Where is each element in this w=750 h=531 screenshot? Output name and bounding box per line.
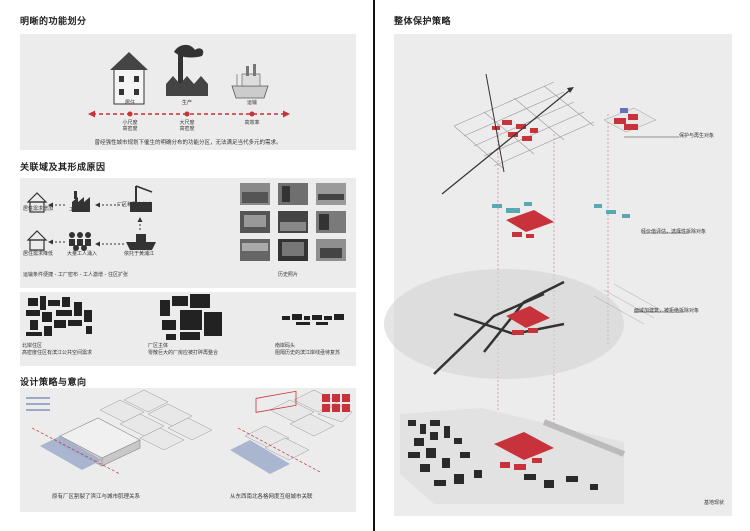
association-panel: 居住需求增加 工厂密布 厂区和码头结合 居住需求降低 大量工人涌入 依托于黄浦江…	[20, 178, 356, 288]
section-title-protection: 整体保护策略	[394, 17, 452, 27]
label-production-sub2: 高密度	[179, 126, 195, 132]
ship-small-icon	[126, 234, 156, 250]
dock-crane-icon	[130, 185, 153, 212]
photo-caption: 历史照片	[278, 272, 299, 278]
label-residential-sub2: 高密度	[122, 126, 138, 132]
flow-workers: 大量工人涌入	[67, 251, 98, 257]
layer-protect-renew	[441, 73, 679, 195]
column-divider	[373, 0, 375, 531]
house-icon	[110, 52, 148, 105]
label-production-sub1: 大尺度	[179, 120, 195, 126]
strategy-panel: 原有厂区割裂了滨江与城市肌理关系 从东西南北各格网度互组城市关联	[20, 388, 356, 512]
label-site-status: 基地现状	[704, 500, 725, 506]
section-title-function: 明晰的功能划分	[20, 17, 87, 27]
map-factory-desc: 零散巨大的厂房应被打碎再整合	[148, 350, 219, 356]
function-illustration	[88, 44, 290, 118]
house-down-icon	[26, 230, 48, 251]
workers-icon	[69, 232, 91, 251]
function-panel: 居住 小尺度 高密度 生产 大尺度 高密度 运输 高效率 曾经强性城市规划下催生…	[20, 34, 356, 150]
function-caption: 曾经强性城市规划下催生的明确分布的功能分区，无法满足当代多元的需求。	[94, 140, 282, 146]
house-up-icon	[26, 192, 48, 213]
factory-small-icon	[72, 191, 90, 212]
flow-factory-dense: 工厂密布	[69, 207, 90, 213]
label-protect-renew: 保护与再生对象	[679, 133, 715, 139]
section-title-association: 关联域及其形成原因	[20, 163, 106, 173]
layer-roads-retained	[384, 269, 684, 379]
cause-flow-diagram	[26, 183, 346, 261]
map-factory-title: 厂区主体	[148, 343, 169, 349]
strategy-caption-right: 从东西南北各格网度互组城市关联	[230, 494, 313, 500]
map-north-title: 北岸住区	[22, 343, 43, 349]
association-caption: 运输条件便捷 - 工厂密布 - 工人激增 - 住区扩张	[23, 272, 128, 278]
label-residential: 居住	[124, 100, 135, 106]
flow-river: 依托于黄浦江	[124, 251, 155, 257]
factory-icon	[166, 44, 208, 96]
label-transport: 运输	[246, 100, 257, 106]
ship-icon	[231, 64, 269, 99]
flow-housing-decrease: 居住需求降低	[23, 251, 54, 257]
label-transport-sub1: 高效率	[244, 120, 260, 126]
flow-factory-dock: 厂区和码头结合	[117, 202, 153, 208]
protection-panel: 保护与再生对象 经价值评估，选择性拆除对象 面域加建筑，被拒绝拆除对象 基地现状	[384, 34, 732, 516]
map-north-desc: 高密度住区有滨江公共空间需求	[22, 350, 93, 356]
figure-ground-maps	[26, 294, 344, 340]
layer-selective-demolition	[492, 202, 689, 238]
historical-photos	[240, 183, 346, 261]
map-south-desc: 阻隔历史的滨江岸线亟待复苏	[275, 350, 341, 356]
exploded-axonometric	[384, 73, 689, 504]
strategy-caption-left: 原有厂区割裂了滨江与城市肌理关系	[52, 494, 141, 500]
label-selective-demolition: 经价值评估，选择性拆除对象	[641, 229, 707, 235]
strategy-axonometric	[26, 389, 353, 475]
section-title-strategy: 设计策略与意向	[20, 378, 87, 388]
label-production: 生产	[181, 100, 192, 106]
maps-panel: 北岸住区 高密度住区有滨江公共空间需求 厂区主体 零散巨大的厂房应被打碎再整合 …	[20, 292, 356, 366]
flow-housing-increase: 居住需求增加	[23, 206, 54, 212]
map-south-title: 南岸码头	[275, 343, 296, 349]
label-roads-retained: 面域加建筑，被拒绝拆除对象	[634, 308, 700, 314]
label-residential-sub1: 小尺度	[122, 120, 138, 126]
layer-site-map	[400, 408, 626, 504]
